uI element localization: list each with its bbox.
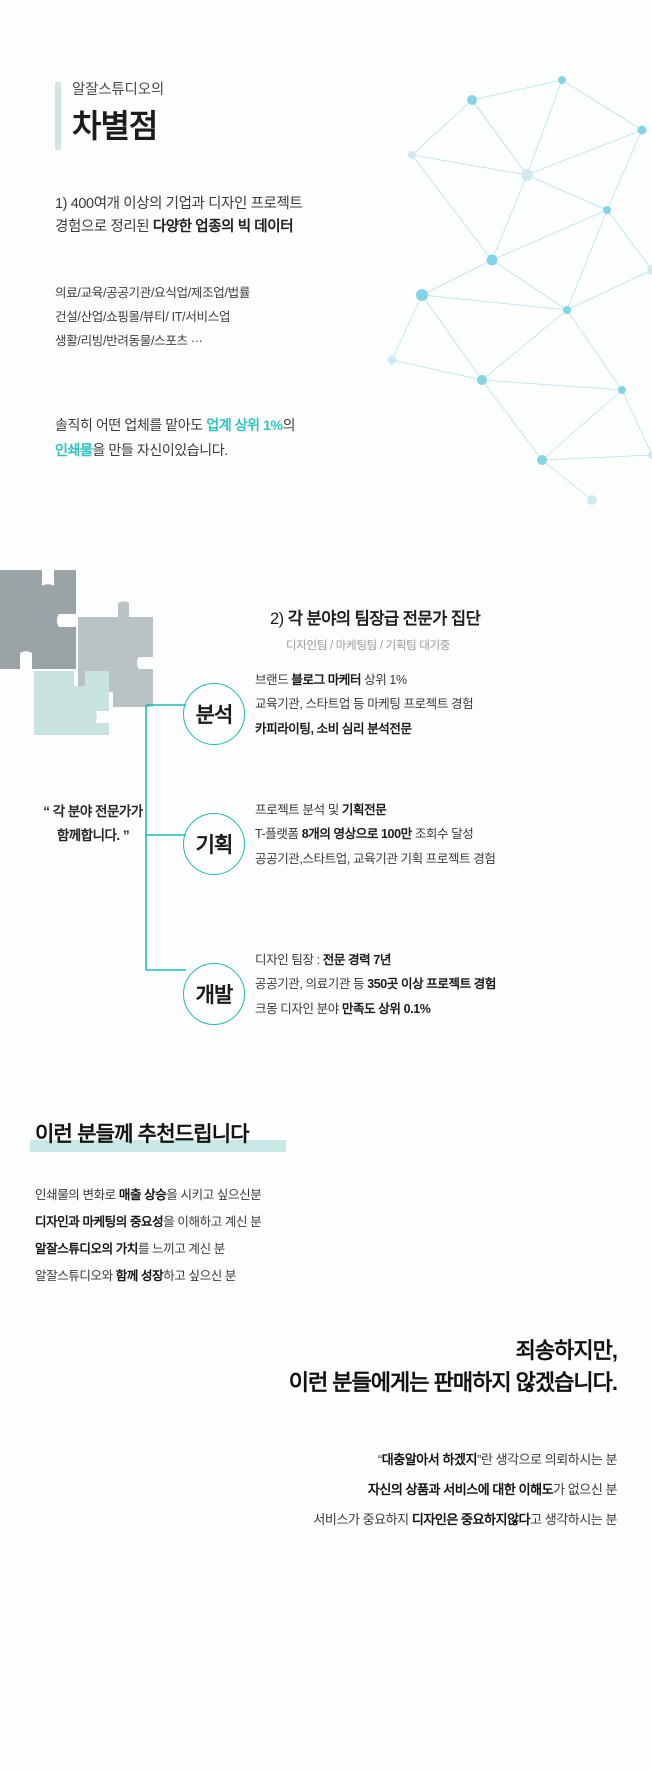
- branch-circle-analysis: 분석: [183, 683, 245, 745]
- experts-heading-block: 2) 각 분야의 팀장급 전문가 집단 디자인팀 / 마케팅팀 / 기획팀 대기…: [270, 605, 630, 653]
- branch-line-pre: 디자인 팀장 :: [255, 953, 323, 967]
- recommend-item-bold: 매출 상승: [118, 1188, 167, 1202]
- recommend-item-bold: 디자인과 마케팅의 중요성: [35, 1214, 164, 1229]
- branch-line-pre: 공공기관,스타트업, 교육기관 기획 프로젝트 경험: [255, 851, 496, 866]
- branch-line-bold: 8개의 영상으로 100만: [301, 827, 412, 842]
- sorry-item-bold: 자신의 상품과 서비스에 대한 이해도: [367, 1481, 554, 1497]
- sorry-item: “대충알아서 하겠지”란 생각으로 의뢰하시는 분: [17, 1445, 618, 1475]
- hero-section: 알잘스튜디오의 차별점 1) 400여개 이상의 기업과 디자인 프로젝트 경험…: [0, 0, 652, 545]
- recommend-item: 알잘스튜디오와 함께 성장하고 싶으신 분: [35, 1263, 595, 1290]
- recommend-section: 이런 분들께 추천드립니다 인쇄물의 변화로 매출 상승을 시키고 싶으신분 디…: [0, 1090, 652, 1335]
- industry-line: 의료/교육/공공기관/요식업/제조업/법률: [55, 286, 251, 300]
- branch-line-pre: 크몽 디자인 분야: [255, 1001, 342, 1016]
- industry-line: 건설/산업/쇼핑몰/뷰티/ IT/서비스업: [55, 310, 231, 324]
- quote-line-2: 함께합니다. ”: [56, 827, 130, 843]
- branch-line: 브랜드 블로그 마케터 상위 1%: [255, 668, 645, 692]
- branch-line-pre: 프로젝트 분석 및: [255, 803, 342, 817]
- recommend-item-bold: 알잘스튜디오의 가치: [35, 1241, 138, 1256]
- sorry-item-post: 고 생각하시는 분: [530, 1511, 617, 1527]
- recommend-title-highlight: [30, 1140, 286, 1152]
- puzzle-pieces-decoration: [0, 570, 153, 735]
- branch-content-analysis: 브랜드 블로그 마케터 상위 1% 교육기관, 스타트업 등 마케팅 프로젝트 …: [255, 668, 645, 741]
- sorry-item-pre: 서비스가 중요하지: [313, 1511, 412, 1527]
- experts-quote: “ 각 분야 전문가가 함께합니다. ”: [18, 800, 168, 847]
- hero-paragraph: 1) 400여개 이상의 기업과 디자인 프로젝트 경험으로 정리된 다양한 업…: [55, 193, 385, 240]
- branch-line-bold: 기획전문: [341, 803, 387, 817]
- branch-line: T-플랫폼 8개의 영상으로 100만 조회수 달성: [255, 822, 645, 846]
- branch-line: 카피라이팅, 소비 심리 분석전문: [255, 717, 645, 741]
- recommend-item-post: 을 시키고 싶으신분: [166, 1188, 262, 1202]
- recommend-item-post: 을 이해하고 계신 분: [163, 1214, 262, 1229]
- recommend-item: 알잘스튜디오의 가치를 느끼고 계신 분: [35, 1236, 595, 1263]
- branch-line-pre: 교육기관, 스타트업 등 마케팅 프로젝트 경험: [255, 697, 474, 712]
- recommend-item-post: 를 느끼고 계신 분: [137, 1241, 225, 1256]
- branch-line-bold: 블로그 마케터: [291, 673, 362, 687]
- branch-line: 공공기관,스타트업, 교육기관 기획 프로젝트 경험: [255, 847, 645, 871]
- recommend-item: 디자인과 마케팅의 중요성을 이해하고 계신 분: [35, 1209, 595, 1236]
- branch-content-development: 디자인 팀장 : 전문 경력 7년 공공기관, 의료기관 등 350곳 이상 프…: [255, 948, 645, 1021]
- claim-accent-print: 인쇄물: [55, 441, 93, 458]
- sorry-list: “대충알아서 하겠지”란 생각으로 의뢰하시는 분 자신의 상품과 서비스에 대…: [17, 1445, 617, 1535]
- branch-line-post: 조회수 달성: [411, 827, 474, 842]
- claim-accent-top-1-percent: 업계 상위 1%: [206, 417, 283, 433]
- branch-line-bold: 전문 경력 7년: [322, 953, 392, 967]
- hero-eyebrow: 알잘스튜디오의: [72, 82, 164, 98]
- branch-line: 디자인 팀장 : 전문 경력 7년: [255, 948, 645, 972]
- branch-line: 공공기관, 의료기관 등 350곳 이상 프로젝트 경험: [255, 972, 645, 996]
- sorry-item: 서비스가 중요하지 디자인은 중요하지않다고 생각하시는 분: [17, 1505, 617, 1535]
- experts-heading-text: 각 분야의 팀장급 전문가 집단: [287, 610, 481, 628]
- hero-claim-line-2: 인쇄물을 만들 자신이있습니다.: [55, 438, 395, 463]
- sorry-heading-line-2: 이런 분들에게는 판매하지 않겠습니다.: [288, 1369, 618, 1395]
- experts-heading-number: 2): [270, 610, 288, 628]
- branch-circle-planning: 기획: [183, 813, 245, 875]
- experts-section: 2) 각 분야의 팀장급 전문가 집단 디자인팀 / 마케팅팀 / 기획팀 대기…: [0, 545, 652, 1090]
- sorry-item-bold: 디자인은 중요하지않다: [411, 1511, 531, 1527]
- recommend-item-post: 하고 싶으신 분: [163, 1268, 237, 1283]
- recommend-item-bold: 함께 성장: [115, 1268, 164, 1283]
- branch-content-planning: 프로젝트 분석 및 기획전문 T-플랫폼 8개의 영상으로 100만 조회수 달…: [255, 798, 645, 871]
- recommend-item: 인쇄물의 변화로 매출 상승을 시키고 싶으신분: [35, 1182, 595, 1209]
- branch-line: 크몽 디자인 분야 만족도 상위 0.1%: [255, 997, 645, 1021]
- recommend-title: 이런 분들께 추천드립니다: [35, 1123, 250, 1146]
- branch-line-pre: 공공기관, 의료기관 등: [255, 977, 368, 992]
- branch-circle-development: 개발: [183, 963, 245, 1025]
- hero-para2-bold: 다양한 업종의 빅 데이터: [152, 219, 294, 236]
- sorry-item-pre: “: [377, 1452, 382, 1467]
- claim-post: 의: [282, 417, 296, 433]
- industry-list: 의료/교육/공공기관/요식업/제조업/법률 건설/산업/쇼핑몰/뷰티/ IT/서…: [55, 281, 385, 353]
- branch-line-pre: T-플랫폼: [255, 827, 302, 842]
- recommend-item-pre: 인쇄물의 변화로: [35, 1188, 119, 1202]
- network-decoration-graphic: [387, 76, 652, 505]
- quote-line-1: “ 각 분야 전문가가: [43, 804, 143, 819]
- hero-para2-plain: 경험으로 정리된: [55, 219, 153, 236]
- branch-line-bold: 만족도 상위 0.1%: [341, 1001, 431, 1016]
- hero-claim-line-1: 솔직히 어떤 업체를 맡아도 업계 상위 1%의: [55, 413, 395, 438]
- branch-line-post: 상위 1%: [361, 673, 407, 687]
- hero-paragraph-line-1: 1) 400여개 이상의 기업과 디자인 프로젝트: [55, 196, 303, 212]
- sorry-item-post: 가 없으신 분: [553, 1481, 617, 1497]
- hero-claim: 솔직히 어떤 업체를 맡아도 업계 상위 1%의 인쇄물을 만들 자신이있습니다…: [55, 413, 395, 463]
- branch-line-pre: 브랜드: [255, 673, 292, 687]
- claim-pre: 솔직히 어떤 업체를 맡아도: [55, 417, 207, 433]
- sorry-heading-block: 죄송하지만, 이런 분들에게는 판매하지 않겠습니다.: [17, 1335, 618, 1399]
- branch-line: 프로젝트 분석 및 기획전문: [255, 798, 645, 822]
- sorry-item: 자신의 상품과 서비스에 대한 이해도가 없으신 분: [17, 1475, 618, 1505]
- sorry-section: 죄송하지만, 이런 분들에게는 판매하지 않겠습니다. “대충알아서 하겠지”란…: [0, 1335, 652, 1770]
- recommend-item-pre: 알잘스튜디오와: [35, 1268, 116, 1283]
- sorry-heading-line-1: 죄송하지만,: [515, 1338, 618, 1363]
- experts-subheading: 디자인팀 / 마케팅팀 / 기획팀 대기중: [286, 640, 451, 652]
- industry-line: 생활/리빙/반려동물/스포츠 ···: [55, 334, 203, 348]
- branch-connector-lines: [145, 704, 186, 971]
- branch-line-bold: 카피라이팅, 소비 심리 분석전문: [255, 721, 412, 736]
- sorry-item-post: ”란 생각으로 의뢰하시는 분: [477, 1452, 617, 1467]
- recommend-list: 인쇄물의 변화로 매출 상승을 시키고 싶으신분 디자인과 마케팅의 중요성을 …: [35, 1182, 595, 1290]
- experts-heading: 2) 각 분야의 팀장급 전문가 집단: [270, 605, 630, 629]
- branch-line-bold: 350곳 이상 프로젝트 경험: [367, 977, 496, 992]
- branch-line: 교육기관, 스타트업 등 마케팅 프로젝트 경험: [255, 692, 645, 716]
- hero-title-block: 알잘스튜디오의 차별점: [55, 80, 164, 151]
- hero-paragraph-line-2: 경험으로 정리된 다양한 업종의 빅 데이터: [55, 216, 385, 239]
- claim-line2-post: 을 만들 자신이있습니다.: [92, 441, 228, 458]
- page-title: 차별점: [72, 108, 158, 145]
- sorry-item-bold: 대충알아서 하겠지: [381, 1452, 478, 1467]
